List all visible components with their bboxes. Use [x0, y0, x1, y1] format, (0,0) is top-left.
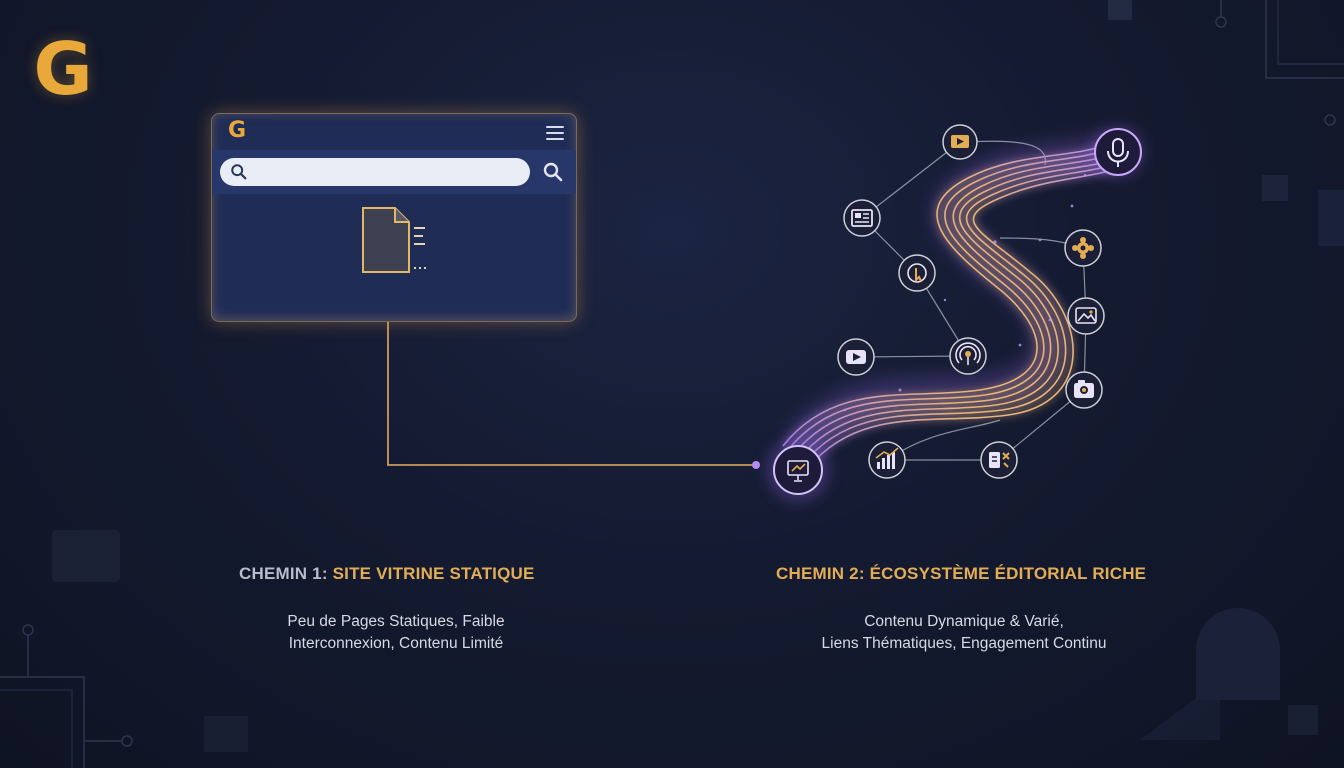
search-icon [231, 164, 247, 180]
document-icon [362, 207, 426, 273]
path2-title: CHEMIN 2: ÉCOSYSTÈME ÉDITORIAL RICHE [776, 564, 1146, 584]
node-podcast[interactable] [949, 337, 987, 375]
podcast-icon [955, 342, 981, 365]
node-microphone[interactable] [1094, 128, 1142, 176]
node-tools[interactable] [980, 441, 1018, 479]
search-button-icon[interactable] [542, 161, 564, 183]
news-article-icon [851, 209, 873, 227]
settings-gear-icon [1072, 237, 1094, 259]
pointer-badge-icon [907, 263, 927, 283]
node-news[interactable] [843, 199, 881, 237]
video-play-icon [846, 350, 866, 364]
path1-description: Peu de Pages Statiques, Faible Interconn… [246, 611, 546, 655]
path2-title-text: CHEMIN 2: ÉCOSYSTÈME ÉDITORIAL RICHE [776, 564, 1147, 583]
camera-icon [1074, 380, 1094, 398]
hamburger-menu-icon[interactable] [546, 126, 564, 140]
node-presentation[interactable] [768, 440, 828, 500]
brand-logo: G [33, 27, 93, 111]
connector-line [387, 298, 756, 466]
microphone-icon [1107, 138, 1129, 167]
node-video[interactable] [942, 124, 978, 160]
path1-line1: Peu de Pages Statiques, Faible [287, 613, 505, 630]
s-ribbon [782, 131, 1125, 469]
search-bar [212, 150, 576, 194]
path1-line2: Interconnexion, Contenu Limité [288, 635, 504, 652]
google-logo-icon: G [228, 118, 247, 143]
path2-line1: Contenu Dynamique & Varié, [864, 613, 1064, 630]
path1-title-rest: SITE VITRINE STATIQUE [332, 564, 535, 583]
static-site-browser-window: G [211, 113, 577, 322]
node-video-2[interactable] [837, 338, 875, 376]
analytics-chart-icon [875, 447, 899, 469]
node-camera[interactable] [1065, 371, 1103, 409]
presentation-icon [787, 460, 809, 482]
path1-title-prefix: CHEMIN 1: [239, 564, 333, 583]
node-image[interactable] [1067, 297, 1105, 335]
connector-dot-end [752, 461, 760, 469]
tools-icon [989, 452, 1010, 468]
browser-header: G [212, 114, 576, 150]
node-gear[interactable] [1064, 229, 1102, 267]
node-pointer[interactable] [898, 254, 936, 292]
image-gallery-icon [1075, 307, 1097, 324]
path1-title: CHEMIN 1: SITE VITRINE STATIQUE [239, 564, 535, 584]
path2-description: Contenu Dynamique & Varié, Liens Thémati… [796, 611, 1132, 655]
search-input[interactable] [220, 158, 530, 186]
path2-line2: Liens Thématiques, Engagement Continu [821, 635, 1107, 652]
node-analytics[interactable] [868, 441, 906, 479]
